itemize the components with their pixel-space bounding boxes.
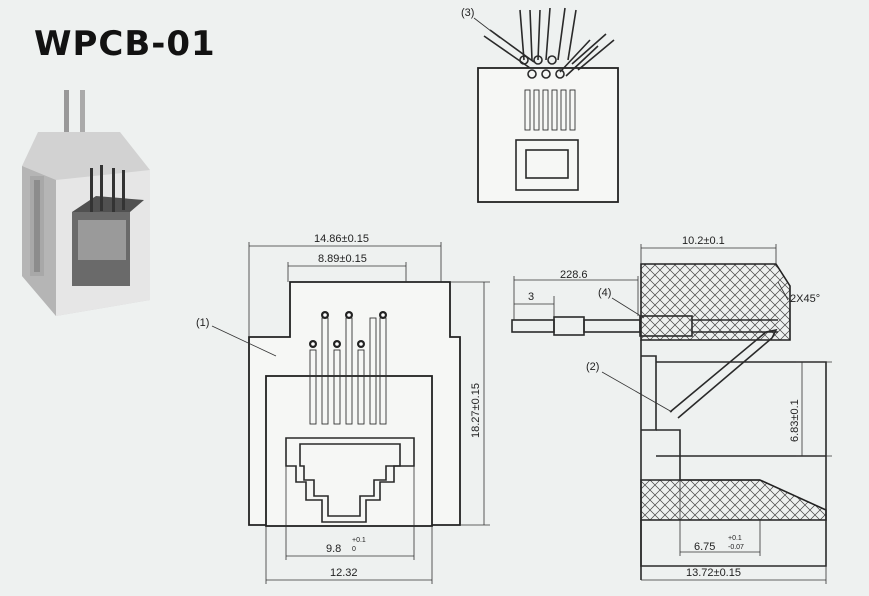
dim-opening-width: 9.8 <box>326 543 341 555</box>
dim-opening-tol-upper: +0.1 <box>352 537 366 544</box>
dim-pin-length: 228.6 <box>560 269 588 281</box>
side-view: 10.2±0.1 228.6 3 2X45° 6.83±0.1 6.75 +0.… <box>511 235 832 584</box>
dim-depth: 6.75 <box>694 541 715 553</box>
callout-contact: (2) <box>586 361 599 373</box>
dim-height: 18.27±0.15 <box>470 383 482 438</box>
dim-pin-tip: 3 <box>528 291 534 303</box>
product-photo <box>22 90 150 316</box>
dim-bottom-length: 13.72±0.15 <box>686 567 741 579</box>
dim-width-outer: 14.86±0.15 <box>314 233 369 245</box>
callout-wire: (3) <box>461 7 474 19</box>
dim-height-side: 6.83±0.1 <box>789 399 801 442</box>
callout-pin: (4) <box>598 287 611 299</box>
top-view: (3) <box>461 7 619 203</box>
page-title: WPCB-01 <box>34 24 216 64</box>
dim-depth-tol-lower: -0.07 <box>728 544 744 551</box>
dim-bottom-width: 12.32 <box>330 567 358 579</box>
dim-chamfer: 2X45° <box>790 293 820 305</box>
dim-depth-tol-upper: +0.1 <box>728 535 742 542</box>
callout-housing: (1) <box>196 317 209 329</box>
dim-width-inner: 8.89±0.15 <box>318 253 367 265</box>
front-view: 14.86±0.15 8.89±0.15 18.27±0.15 9.8 +0.1… <box>196 233 490 584</box>
dim-top-length: 10.2±0.1 <box>682 235 725 247</box>
dim-opening-tol-lower: 0 <box>352 546 356 553</box>
